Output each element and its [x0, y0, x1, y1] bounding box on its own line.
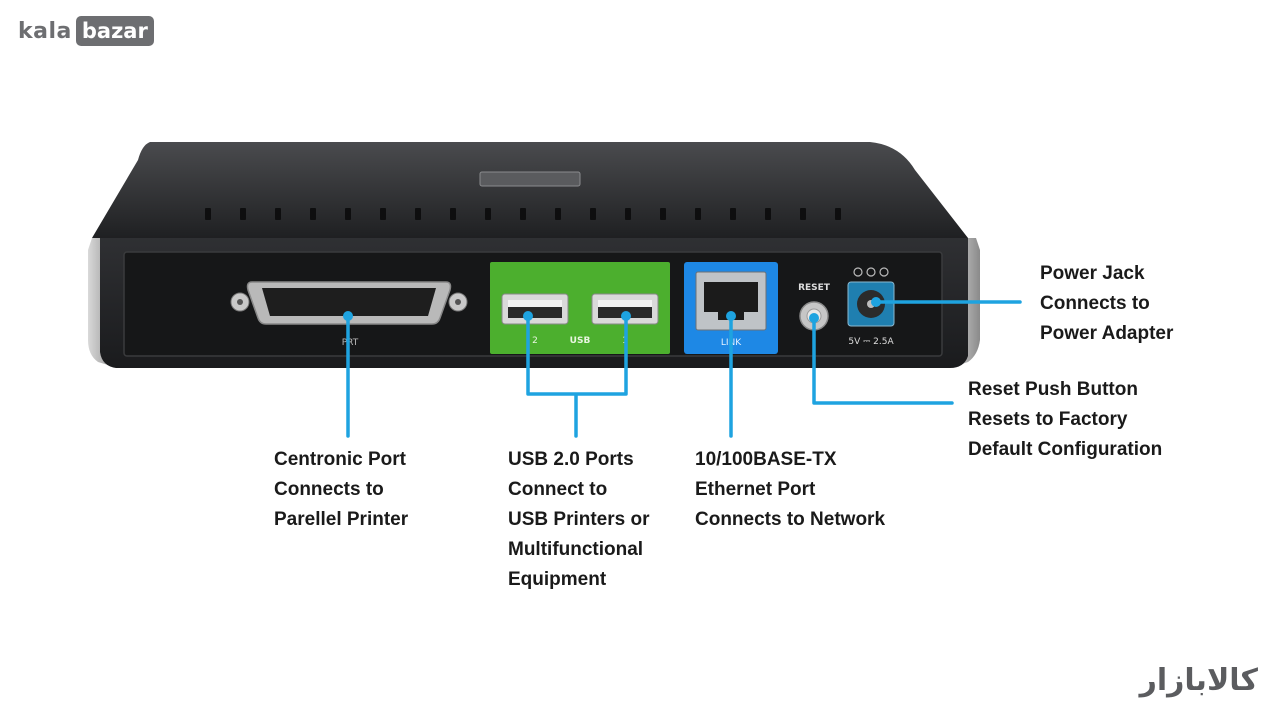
logo-text-kala: kala: [18, 18, 72, 44]
callout-line: USB Printers or: [508, 509, 650, 530]
callout-centronic-port: Centronic Port Connects to Parellel Prin…: [274, 445, 408, 535]
usb-center-label: USB: [570, 336, 591, 346]
power-rating-label: 5V ⎓ 2.5A: [848, 337, 894, 347]
callout-lines: [346, 300, 1022, 438]
callout-line: Parellel Printer: [274, 509, 409, 530]
callout-line: Centronic Port: [274, 449, 406, 470]
callout-line: 10/100BASE-TX: [695, 449, 837, 470]
ethernet-port: [695, 271, 767, 331]
usb-port-2: [501, 293, 569, 325]
callout-line: Reset Push Button: [968, 379, 1138, 400]
callout-line: Power Adapter: [1040, 323, 1174, 344]
reset-leader: [812, 316, 954, 405]
power-polarity-symbol: [853, 267, 889, 277]
callout-line: Default Configuration: [968, 439, 1163, 460]
callout-line: Connect to: [508, 479, 608, 500]
usb-leader: [526, 314, 628, 438]
callout-line: Resets to Factory: [968, 409, 1128, 430]
callout-reset-button: Reset Push Button Resets to Factory Defa…: [968, 375, 1162, 465]
callout-line: Connects to: [274, 479, 384, 500]
callout-line: Ethernet Port: [695, 479, 816, 500]
logo-text-bazar: bazar: [75, 16, 154, 46]
callout-line: Multifunctional: [508, 539, 644, 560]
power-jack: [847, 281, 895, 327]
callout-line: Connects to Network: [695, 509, 886, 530]
device-top-surface: [92, 142, 968, 238]
kalabazar-logo: kala bazar: [18, 16, 154, 46]
callout-usb-ports: USB 2.0 Ports Connect to USB Printers or…: [508, 445, 649, 595]
kalabazar-logo-fa: کالابازار: [1139, 663, 1258, 698]
device-badge: [479, 171, 581, 187]
callout-line: Connects to: [1040, 293, 1150, 314]
parallel-port-label: PRT: [342, 338, 359, 348]
vent-row: [205, 208, 841, 220]
reset-label: RESET: [798, 283, 831, 293]
callout-power-jack: Power Jack Connects to Power Adapter: [1040, 259, 1173, 349]
callout-line: Power Jack: [1040, 263, 1145, 284]
callout-line: Equipment: [508, 569, 607, 590]
callout-line: USB 2.0 Ports: [508, 449, 634, 470]
callout-ethernet-port: 10/100BASE-TX Ethernet Port Connects to …: [695, 445, 885, 535]
parallel-port: [230, 281, 468, 325]
usb-port-2-label: 2: [532, 336, 538, 346]
callout-dots: [343, 297, 881, 323]
